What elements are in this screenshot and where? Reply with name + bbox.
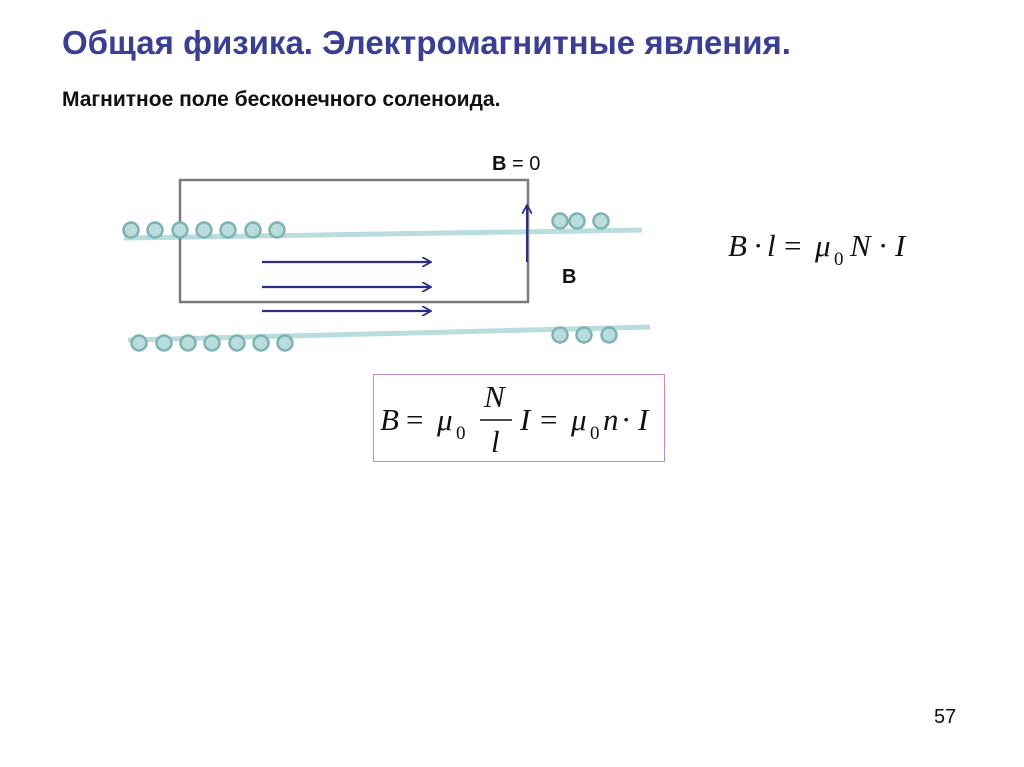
amperian-contour	[178, 178, 530, 304]
field-formula: B = μ 0 N l I = μ 0 n · I	[380, 379, 650, 459]
coil-turn	[276, 334, 294, 352]
formula-symbol: N	[849, 228, 873, 263]
formula-symbol: I	[637, 402, 650, 437]
formula-symbol: I	[519, 402, 532, 437]
formula-symbol: ·	[621, 402, 631, 437]
coil-turn	[244, 221, 262, 239]
slide-subtitle: Магнитное поле бесконечного соленоида.	[62, 88, 501, 111]
formula-symbol: ·	[878, 228, 888, 263]
formula-symbol: l	[491, 424, 500, 459]
coil-turn	[179, 334, 197, 352]
coil-turn	[551, 212, 569, 230]
top-coil-turns-right	[551, 212, 610, 230]
formula-highlight-box	[373, 374, 665, 462]
coil-turn	[146, 221, 164, 239]
formula-symbol: =	[540, 402, 557, 437]
coil-turn	[171, 221, 189, 239]
inside-field-label: B	[562, 266, 576, 288]
coil-turn	[252, 334, 270, 352]
formula-subscript: 0	[456, 423, 466, 444]
formula-symbol: B	[728, 228, 747, 263]
bottom-coil-turns-right	[551, 326, 618, 344]
formula-symbol: B	[380, 402, 399, 437]
formula-symbol: n	[603, 402, 619, 437]
coil-turn	[551, 326, 569, 344]
top-coil-turns-left	[122, 221, 286, 239]
coil-turn	[592, 212, 610, 230]
formula-symbol: μ	[436, 402, 453, 437]
coil-turn	[228, 334, 246, 352]
coil-turn	[600, 326, 618, 344]
coil-turn	[219, 221, 237, 239]
formula-symbol: =	[406, 402, 423, 437]
formula-symbol: μ	[814, 228, 831, 263]
page-number: 57	[934, 706, 957, 728]
field-lines-inside	[262, 262, 430, 311]
coil-turn	[268, 221, 286, 239]
circulation-formula: B · l = μ 0 N · I	[728, 228, 907, 270]
coil-turn	[575, 326, 593, 344]
formula-subscript: 0	[590, 423, 600, 444]
coil-turn	[203, 334, 221, 352]
formula-symbol: l	[767, 228, 776, 263]
formula-symbol: μ	[570, 402, 587, 437]
coil-turn	[568, 212, 586, 230]
coil-turn	[195, 221, 213, 239]
formula-subscript: 0	[834, 249, 844, 270]
bottom-coil-turns-left	[130, 334, 294, 352]
formula-symbol: N	[483, 379, 507, 414]
coil-turn	[155, 334, 173, 352]
formula-symbol: =	[784, 228, 801, 263]
outside-field-label: B = 0	[492, 153, 540, 175]
slide-title: Общая физика. Электромагнитные явления.	[62, 24, 791, 61]
coil-turn	[130, 334, 148, 352]
formula-symbol: ·	[753, 228, 763, 263]
formula-symbol: I	[894, 228, 907, 263]
coil-turn	[122, 221, 140, 239]
top-wire	[123, 227, 643, 241]
